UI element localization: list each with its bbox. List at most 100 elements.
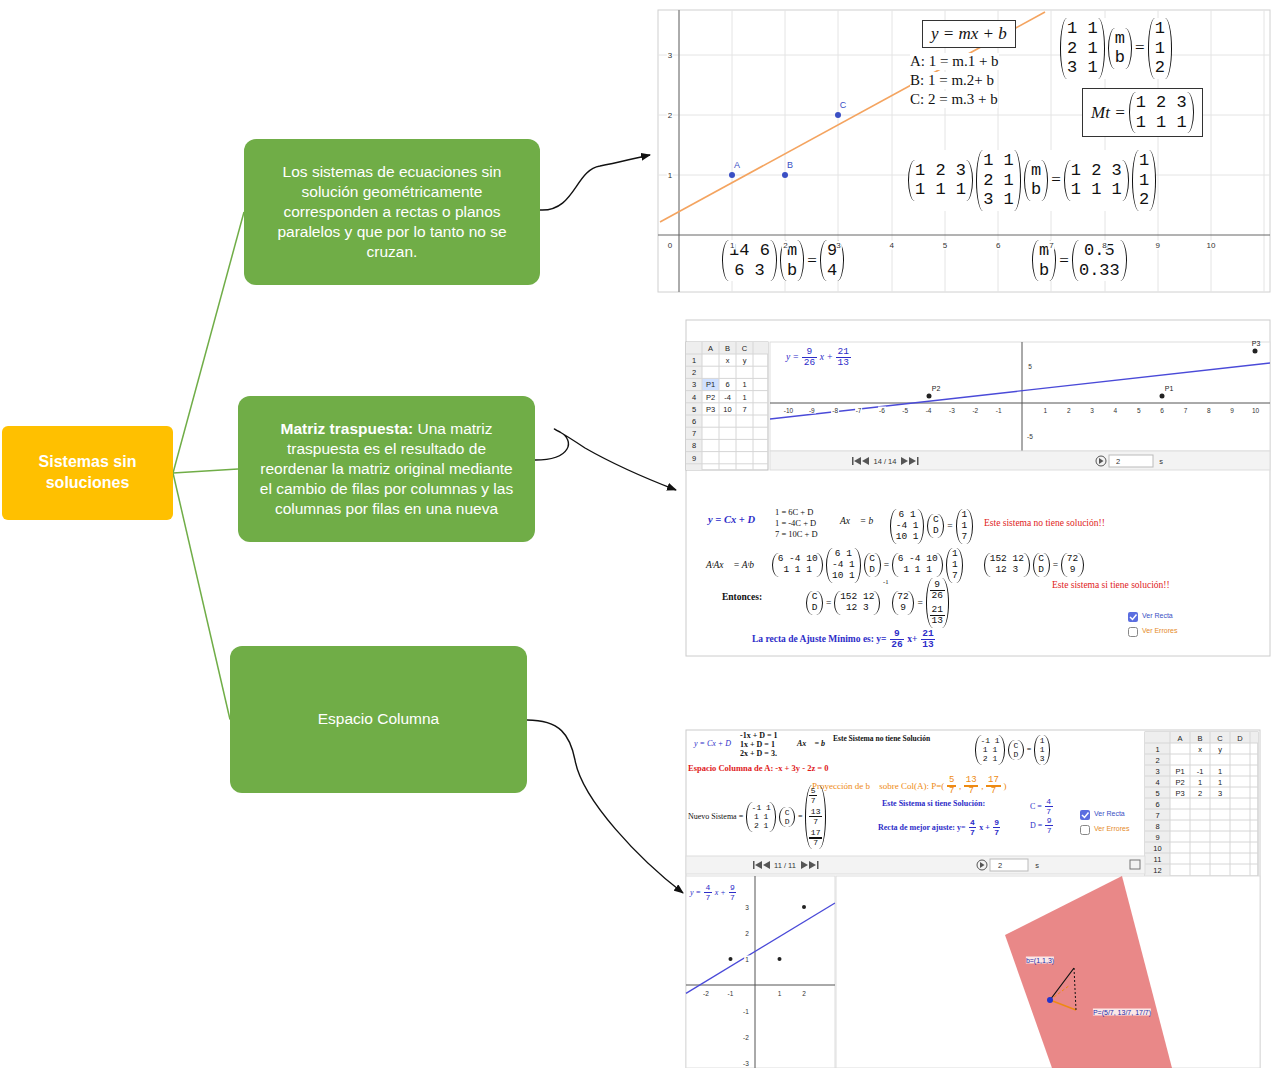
equation-row: D =9 7: [1030, 816, 1053, 835]
matrix-entries: 1 2 3 1 1 1: [1064, 160, 1129, 201]
math-text: -2: [972, 407, 978, 414]
math-text: Ver Recta: [1142, 612, 1173, 619]
axis-label: 9: [1229, 407, 1235, 414]
math-text: -1x + D = 1: [740, 731, 778, 740]
matrix-entries: 152 12 12 3: [984, 553, 1030, 577]
math-text: -1: [1197, 766, 1204, 775]
math-text: -1: [728, 990, 734, 997]
play-icon: [980, 862, 985, 868]
pointer-arrow: [527, 720, 683, 893]
math-text: =: [798, 812, 803, 821]
data-point: [729, 172, 735, 178]
equation-row: Ver Recta: [1094, 810, 1125, 817]
axis-label: 0: [667, 241, 673, 250]
math-text: B: [1197, 733, 1202, 742]
fraction: 9 7: [993, 818, 1001, 837]
math-text: -2: [703, 990, 709, 997]
matrix-entries: 6 1 -4 1 10 1: [826, 548, 860, 583]
equation-row: Espacio Columna de A: -x + 3y - 2z = 0: [688, 763, 829, 773]
equation-row: Ax⃗ = b⃗: [797, 739, 831, 748]
fraction: 17 7: [986, 775, 1000, 797]
axis-label: C: [1217, 733, 1222, 742]
math-text: 4: [1114, 407, 1118, 414]
math-text: 2: [998, 861, 1002, 870]
axis-label: 7: [1155, 810, 1159, 819]
math-text: 1: [668, 171, 672, 180]
equation-row: Entonces:: [722, 592, 762, 602]
math-text: 3: [745, 904, 749, 911]
origin-point: [1047, 997, 1053, 1003]
axis-label: A: [734, 160, 740, 170]
math-text: -4: [724, 392, 731, 401]
equation-row: 1 2 3 1 1 11 1 2 1 3 1m b=1 2 3 1 1 11 1…: [908, 150, 1156, 211]
equation-row: 1 = 6C + D: [775, 507, 813, 517]
axis-label: 4: [1155, 777, 1159, 786]
math-text: Este Sistema si tiene Solución:: [882, 799, 985, 808]
axis-label: 1: [729, 241, 735, 250]
axis-label: 9: [692, 453, 696, 462]
axis-label: P3: [1252, 340, 1261, 347]
axis-label: 2: [667, 111, 673, 120]
equation-row: Recta de mejor ajuste: y=4 7x +9 7: [878, 818, 1000, 837]
axis-label: 8: [1206, 407, 1212, 414]
axis-label: 1: [777, 990, 783, 997]
matrix-entries: -1 1 1 1 2 1: [746, 802, 776, 832]
root-topic: Sistemas sin soluciones: [2, 426, 173, 520]
fraction: 9 7: [1045, 816, 1053, 835]
matrix-entries: 1 2 3 1 1 1: [908, 160, 973, 201]
equation-row: y = Cx + D: [694, 739, 731, 748]
data-point: [729, 957, 733, 961]
math-text: 2: [802, 990, 806, 997]
math-text: 3: [1090, 407, 1094, 414]
axis-label: P1: [1165, 385, 1174, 392]
axis-label: 10: [1153, 843, 1161, 852]
math-text: 7: [1155, 810, 1159, 819]
sheet-header: [686, 342, 768, 354]
math-text: ,: [981, 781, 983, 791]
math-text: x +: [820, 352, 833, 362]
fraction: 17 7: [809, 828, 821, 847]
fraction: 21 13: [921, 628, 936, 651]
data-point: [1160, 394, 1165, 399]
fit-line: [686, 903, 835, 993]
checkbox: [1129, 628, 1138, 637]
axis-label: 4: [692, 392, 696, 401]
math-text: 8: [692, 441, 696, 450]
equation-row: y = Cx + D: [708, 514, 755, 525]
axis-label: C: [840, 100, 847, 110]
axis-label: 6: [1155, 799, 1159, 808]
math-text: Espacio Columna de A: -x + 3y - 2z = 0: [688, 763, 829, 773]
equation-row: y =4 7x +9 7: [690, 883, 736, 902]
math-text: 3: [1155, 766, 1159, 775]
axis-label: 2: [998, 861, 1002, 870]
matrix-entries: 1 1 2 1 3 1: [976, 150, 1021, 211]
fraction: 9 26: [890, 628, 905, 651]
axis-label: 1: [742, 380, 746, 389]
math-text: =: [884, 560, 889, 570]
math-text: y = mx + b: [931, 24, 1007, 44]
axis-label: 3: [744, 904, 750, 911]
pointer-arrow: [535, 429, 676, 490]
sheet-rownums: [686, 354, 702, 470]
axis-label: 1: [744, 956, 750, 963]
fraction: 4 7: [1045, 797, 1053, 816]
axis-label: x: [1198, 744, 1202, 753]
axis-label: 7: [742, 404, 746, 413]
math-text: y = Cx + D: [708, 514, 755, 525]
axis-label: P2: [932, 385, 941, 392]
equation-row: Este Sistema si tiene Solución:: [882, 799, 985, 808]
math-text: 3: [836, 241, 840, 250]
axis-label: 3: [1155, 766, 1159, 775]
data-point: [835, 112, 841, 118]
equation-row: m b=0.5 0.33: [1032, 240, 1127, 281]
math-text: 2: [692, 368, 696, 377]
equation-row: Mt =1 2 3 1 1 1: [1082, 88, 1203, 137]
selected-cell: [702, 378, 719, 390]
math-text: 1: [742, 380, 746, 389]
column-space-plane: [1005, 876, 1172, 1068]
math-text: ): [1004, 781, 1007, 791]
matrix-entries: 1 1 3: [1034, 735, 1050, 765]
math-text: -5: [1027, 433, 1033, 440]
equation-row: C: 2 = m.3 + b: [910, 91, 998, 108]
subtopic-box: Los sistemas de ecuaciones sin solución …: [244, 139, 540, 285]
